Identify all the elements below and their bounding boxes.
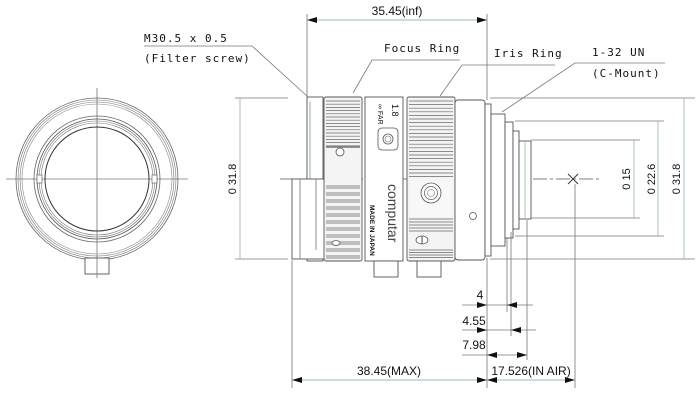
- front-notch-right: [151, 174, 158, 184]
- c-mount: [484, 103, 532, 257]
- callout-filter-screw: M30.5 x 0.5 (Filter screw): [144, 32, 309, 98]
- dim-4-55: 4.55: [462, 314, 536, 333]
- dim-7-98-arrow-right: [517, 352, 527, 358]
- dim-side-diameter-label: 0 31.8: [227, 164, 239, 195]
- dim-mount-22-6: 0 22.6: [515, 120, 664, 237]
- dim-22-6-label: 0 22.6: [646, 164, 658, 195]
- dim-4-arrow-right: [507, 302, 517, 308]
- iris-thumb-screw[interactable]: [416, 260, 442, 278]
- dim-length-max-label: 38.45(MAX): [357, 364, 421, 378]
- bottom-extension-lines: [291, 184, 576, 388]
- iris-ring-label: Iris Ring: [494, 47, 563, 60]
- dim-4-label: 4: [477, 288, 484, 302]
- front-notch-left: [36, 174, 43, 184]
- dim-outer-31-8-label: 0 31.8: [671, 164, 683, 195]
- dim-flange-back: 17.526(IN AIR): [487, 364, 575, 383]
- brand-logo: computar: [385, 184, 401, 243]
- dim-7-98: 7.98: [462, 338, 527, 358]
- dim-side-diameter: 0 31.8: [227, 97, 288, 260]
- rear-screw-hole: [469, 212, 477, 220]
- focus-ring-label: Focus Ring: [384, 42, 460, 55]
- far-mark: ∞ FAR: [376, 104, 383, 125]
- dim-4: 4: [462, 288, 533, 308]
- front-view: [6, 88, 188, 278]
- filter-screw-thread: M30.5 x 0.5: [144, 32, 228, 45]
- dim-mount-15: 0 15: [531, 139, 640, 219]
- mount-thread-label: 1-32 UN: [592, 46, 645, 59]
- front-barrel: [291, 178, 327, 260]
- focus-lock-slot: [331, 240, 341, 246]
- dim-flange-back-label: 17.526(IN AIR): [491, 364, 570, 378]
- callout-c-mount: 1-32 UN (C-Mount): [501, 46, 665, 113]
- mount-type-label: (C-Mount): [592, 67, 661, 80]
- callout-iris-ring: Iris Ring: [439, 47, 563, 97]
- focus-lock-hole: [335, 147, 345, 157]
- dim-4-55-arrow-right: [511, 327, 521, 333]
- dim-4-55-label: 4.55: [462, 314, 486, 328]
- dim-length-inf-label: 35.45(inf): [372, 4, 423, 18]
- focus-thumb-screw[interactable]: [373, 260, 399, 278]
- dim-7-98-label: 7.98: [462, 338, 486, 352]
- callout-focus-ring: Focus Ring: [352, 42, 460, 94]
- made-in-marking: MADE IN JAPAN: [368, 205, 375, 256]
- rear-barrel: [454, 99, 486, 261]
- dim-7-98-arrow-left: [487, 352, 497, 358]
- dim-length-max: 38.45(MAX): [292, 364, 487, 383]
- dim-outer-31-8: 0 31.8: [490, 97, 695, 260]
- dim-4-arrow-left: [477, 302, 487, 308]
- dim-4-55-arrow-left: [477, 327, 487, 333]
- center-body: ∞ FAR 1.8 computar MADE IN JAPAN: [364, 96, 404, 262]
- side-view: ∞ FAR 1.8 computar MADE IN JAPAN: [280, 96, 600, 278]
- iris-ring[interactable]: [406, 96, 456, 262]
- focus-ring[interactable]: [323, 96, 363, 262]
- image-plane-marker: [567, 173, 579, 185]
- dim-15-label: 0 15: [621, 168, 633, 189]
- f-number-mark: 1.8: [390, 104, 400, 117]
- dim-length-inf: 35.45(inf): [306, 4, 488, 100]
- filter-screw-label: (Filter screw): [144, 52, 251, 65]
